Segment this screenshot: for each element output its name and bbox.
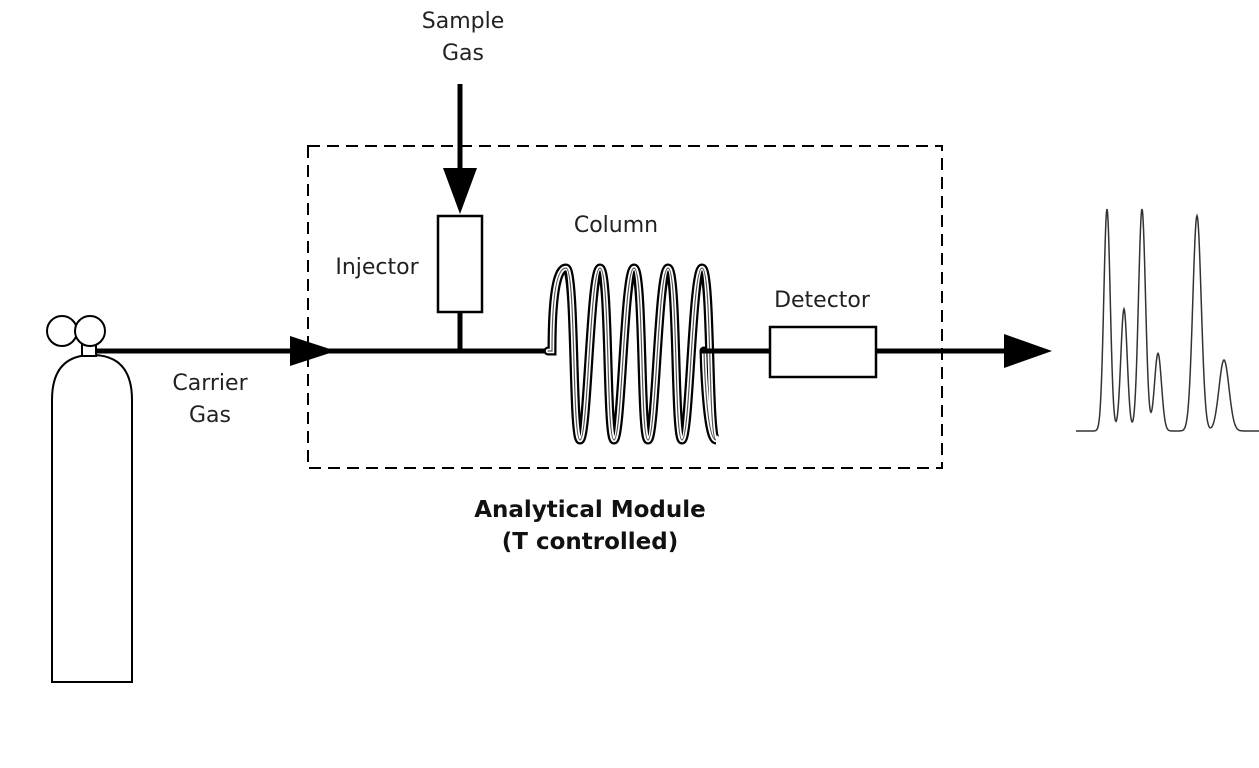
regulator-gauge-left-icon xyxy=(46,315,78,347)
carrier-gas-label: Carrier Gas xyxy=(160,368,260,432)
analytical-module-label-line2: (T controlled) xyxy=(501,529,679,555)
outlet-arrow-icon xyxy=(1004,334,1052,368)
sample-gas-label-line2: Gas xyxy=(442,41,484,66)
carrier-gas-label-line2: Gas xyxy=(189,403,231,428)
analytical-module-label-line1: Analytical Module xyxy=(474,497,706,523)
column-label: Column xyxy=(573,213,659,238)
carrier-gas-label-line1: Carrier xyxy=(172,371,248,396)
sample-flow-arrow-icon xyxy=(443,168,477,214)
detector-box xyxy=(768,325,878,379)
gas-cylinder xyxy=(46,315,133,683)
analytical-module-label: Analytical Module (T controlled) xyxy=(440,494,740,558)
analytical-module-boundary xyxy=(307,145,943,469)
cylinder-body xyxy=(51,353,133,683)
chromatogram-trace xyxy=(1076,208,1259,432)
sample-gas-label: Sample Gas xyxy=(418,6,508,70)
column-coil-turn xyxy=(547,267,717,441)
injector-box xyxy=(436,214,484,314)
injector-label: Injector xyxy=(335,255,419,280)
column-coil xyxy=(543,263,721,445)
sample-gas-label-line1: Sample xyxy=(421,9,505,34)
detector-label: Detector xyxy=(774,288,870,313)
regulator-gauge-right-icon xyxy=(74,315,106,347)
carrier-flow-arrow-icon xyxy=(290,336,336,366)
